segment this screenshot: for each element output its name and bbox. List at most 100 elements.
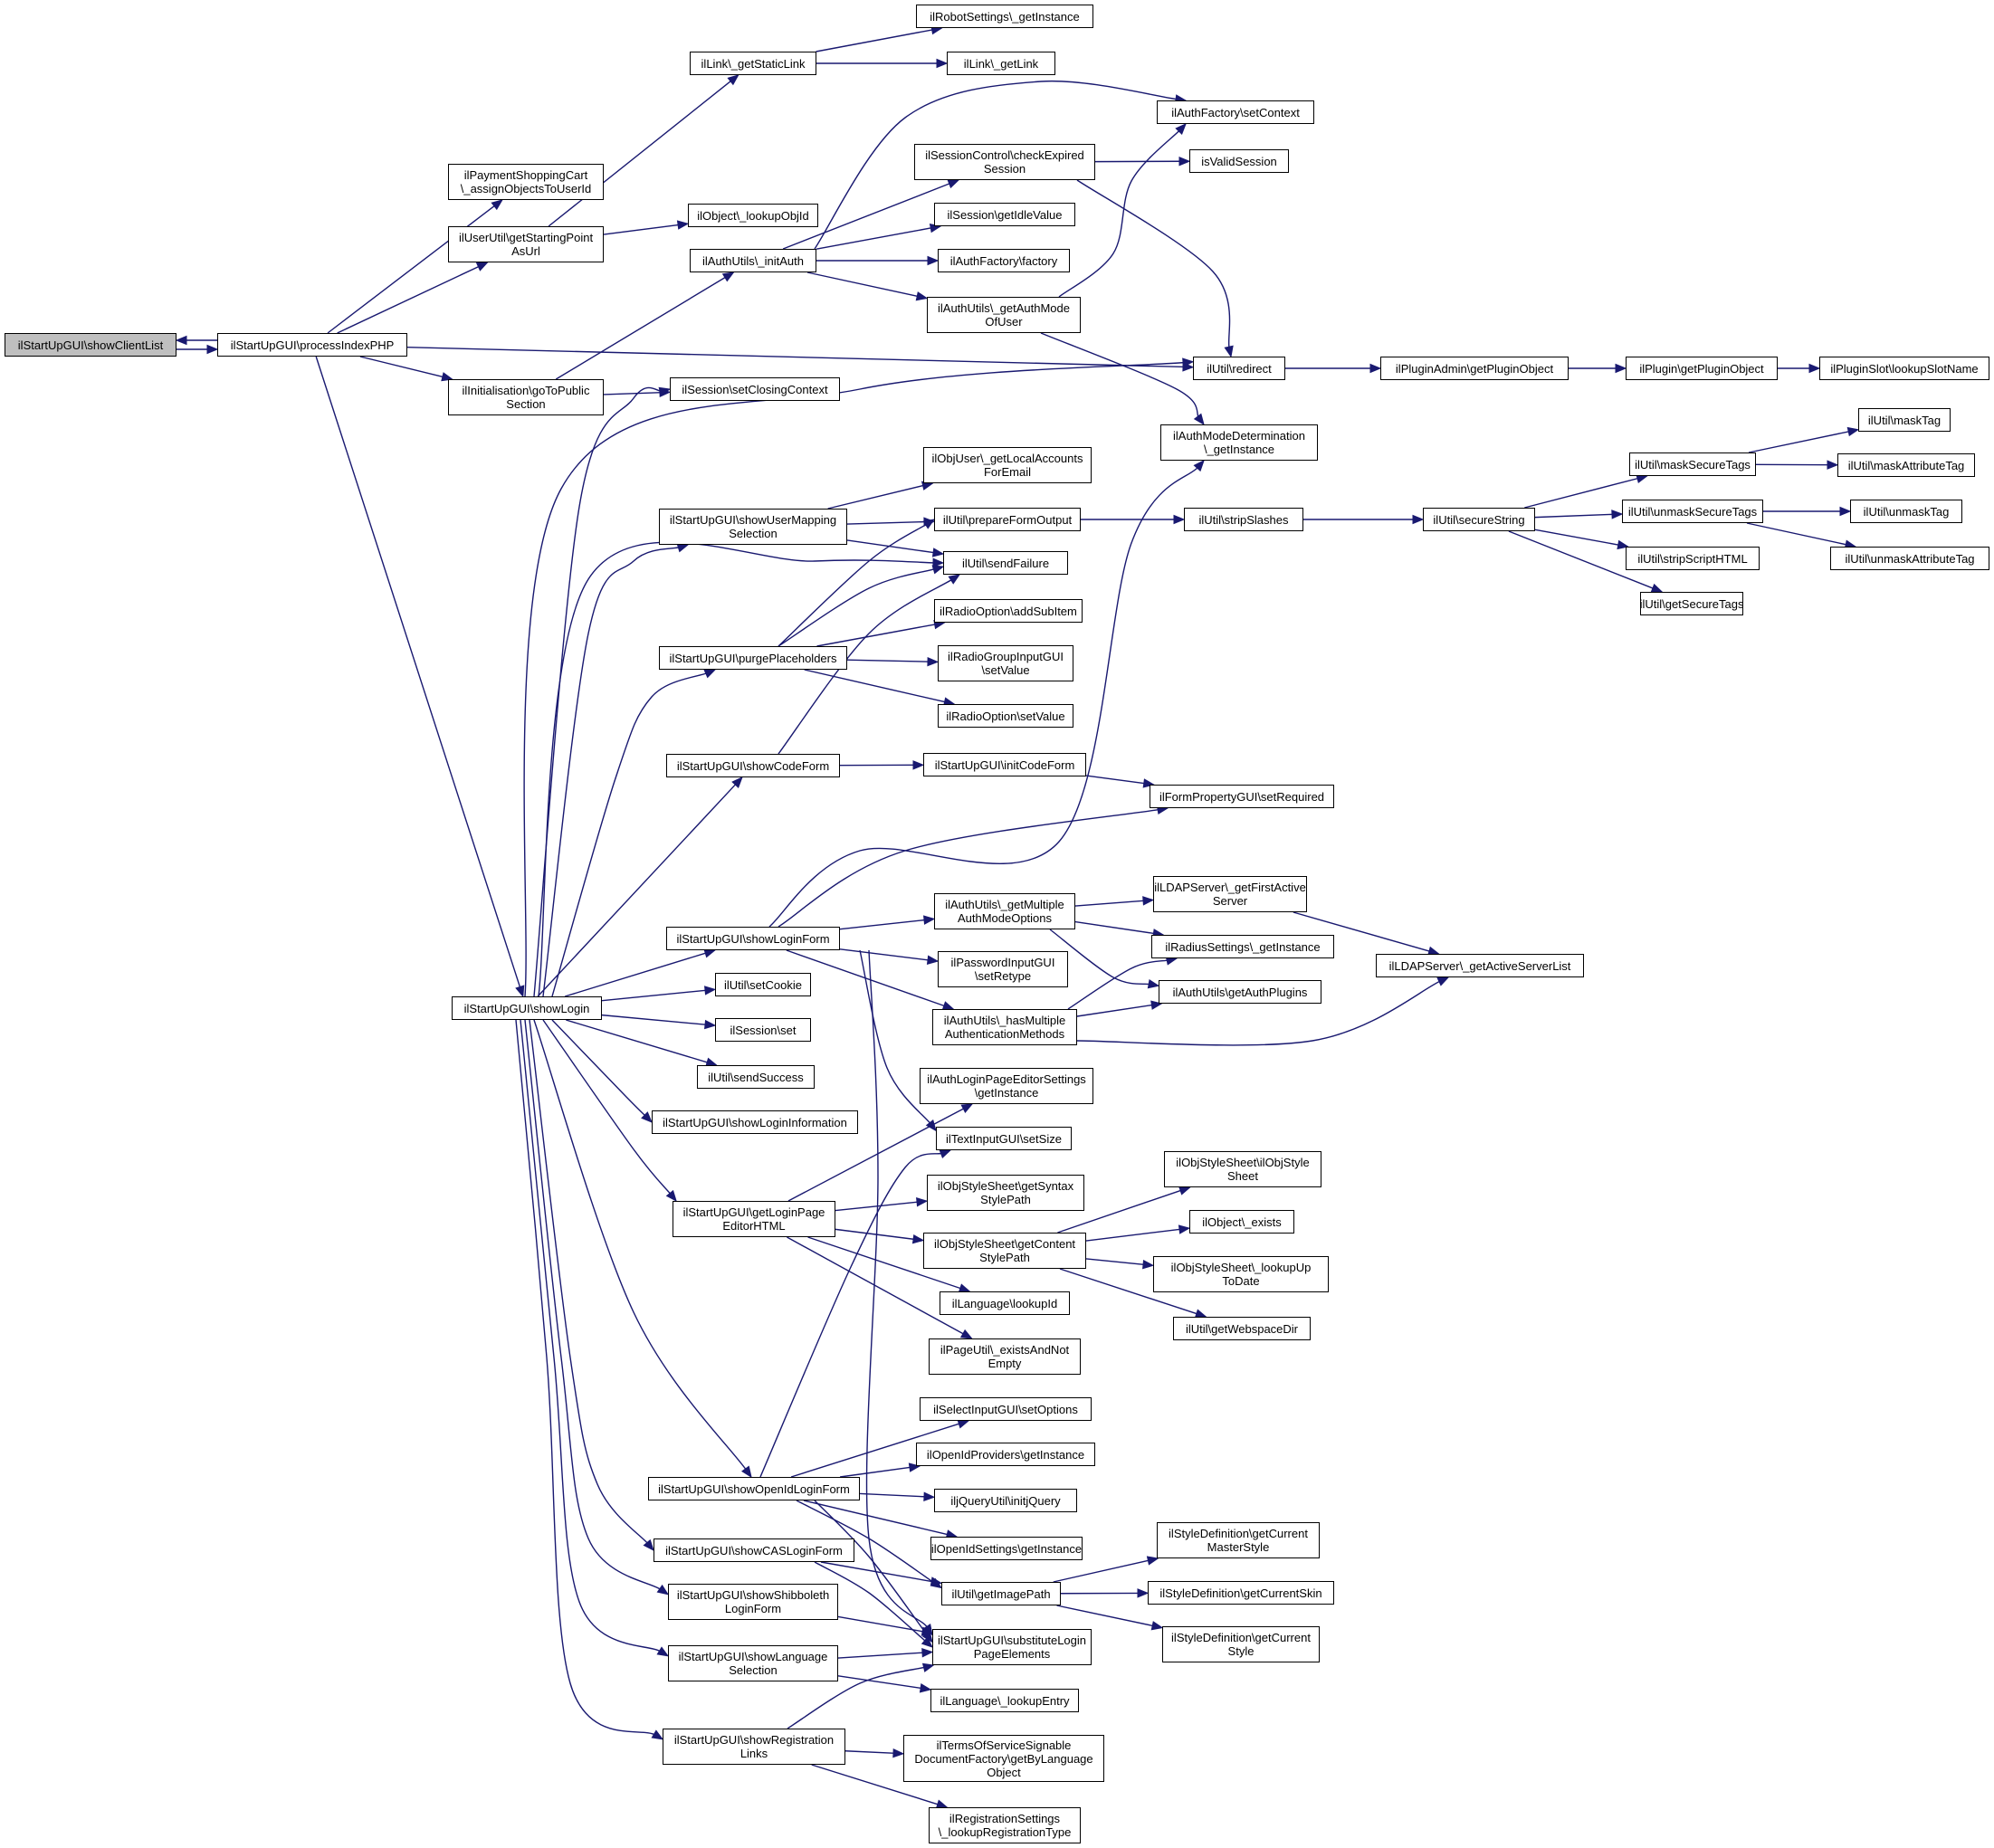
graph-node[interactable]: ilAuthLoginPageEditorSettings \getInstan… — [920, 1068, 1093, 1104]
graph-node[interactable]: ilAuthUtils\_initAuth — [690, 249, 816, 272]
graph-node[interactable]: ilPluginAdmin\getPluginObject — [1380, 357, 1569, 380]
graph-node[interactable]: ilObjStyleSheet\getSyntax StylePath — [927, 1175, 1084, 1211]
graph-node[interactable]: ilOpenIdSettings\getInstance — [930, 1537, 1083, 1560]
graph-node[interactable]: ilUtil\maskTag — [1858, 408, 1951, 432]
graph-node[interactable]: ilAuthModeDetermination \_getInstance — [1160, 424, 1318, 461]
graph-node[interactable]: ilUtil\getImagePath — [941, 1582, 1061, 1605]
graph-node[interactable]: ilObjStyleSheet\ilObjStyle Sheet — [1164, 1151, 1321, 1187]
graph-node[interactable]: ilUtil\sendSuccess — [697, 1065, 815, 1089]
edge-n36-to-n62 — [811, 1764, 940, 1805]
graph-node[interactable]: ilUtil\stripScriptHTML — [1626, 547, 1760, 570]
graph-node[interactable]: ilPaymentShoppingCart \_assignObjectsToU… — [448, 164, 604, 200]
graph-node[interactable]: ilStartUpGUI\showShibboleth LoginForm — [668, 1584, 838, 1620]
graph-node[interactable]: ilStartUpGUI\showClientList — [5, 333, 177, 357]
graph-node[interactable]: ilLink\_getLink — [947, 52, 1055, 75]
graph-node[interactable]: ilUtil\redirect — [1193, 357, 1285, 380]
graph-node[interactable]: ilFormPropertyGUI\setRequired — [1150, 785, 1334, 808]
edge-n45-to-n75 — [1049, 929, 1151, 986]
edge-n64-to-n68 — [1508, 530, 1655, 590]
graph-node[interactable]: ilStyleDefinition\getCurrent Style — [1162, 1626, 1320, 1662]
graph-node[interactable]: ilStartUpGUI\showUserMapping Selection — [659, 509, 847, 545]
graph-node[interactable]: ilRadioOption\setValue — [938, 704, 1073, 728]
graph-node[interactable]: ilTextInputGUI\setSize — [936, 1127, 1072, 1150]
edge-arrowhead — [491, 199, 503, 211]
graph-node[interactable]: ilLDAPServer\_getActiveServerList — [1376, 954, 1584, 977]
edge-n51-to-n78 — [1085, 1228, 1182, 1242]
graph-node[interactable]: isValidSession — [1189, 149, 1289, 173]
graph-node[interactable]: ilLanguage\lookupId — [940, 1291, 1070, 1315]
graph-node[interactable]: ilPasswordInputGUI \setRetype — [938, 951, 1068, 987]
graph-node[interactable]: ilUtil\maskSecureTags — [1629, 452, 1756, 476]
graph-node[interactable]: ilUtil\setCookie — [715, 973, 811, 996]
graph-node[interactable]: ilUtil\unmaskAttributeTag — [1830, 547, 1989, 570]
graph-node[interactable]: ilStartUpGUI\showLanguage Selection — [668, 1645, 838, 1681]
graph-node[interactable]: ilPageUtil\_existsAndNot Empty — [929, 1338, 1081, 1375]
graph-node[interactable]: ilUtil\prepareFormOutput — [934, 508, 1081, 531]
graph-node[interactable]: ilUtil\stripSlashes — [1184, 508, 1303, 531]
graph-node[interactable]: ilStartUpGUI\showCASLoginForm — [654, 1538, 854, 1562]
graph-node[interactable]: ilUtil\getSecureTags — [1640, 592, 1743, 615]
graph-node[interactable]: ilStartUpGUI\purgePlaceholders — [659, 646, 847, 670]
edge-n23-to-n39 — [846, 539, 936, 554]
edge-n24-to-n39 — [778, 567, 936, 647]
graph-node[interactable]: ilUtil\secureString — [1423, 508, 1535, 531]
graph-node[interactable]: ilAuthFactory\factory — [938, 249, 1070, 272]
graph-node[interactable]: ilStartUpGUI\initCodeForm — [923, 753, 1086, 776]
graph-node[interactable]: ilStartUpGUI\processIndexPHP — [217, 333, 407, 357]
edge-n3-to-n8 — [603, 224, 681, 235]
graph-node[interactable]: ilOpenIdProviders\getInstance — [916, 1443, 1095, 1466]
graph-node[interactable]: ilSession\getIdleValue — [934, 203, 1075, 226]
graph-node[interactable]: ilPlugin\getPluginObject — [1626, 357, 1778, 380]
graph-node[interactable]: ilUserUtil\getStartingPoint AsUrl — [448, 226, 604, 262]
graph-node[interactable]: ilLanguage\_lookupEntry — [930, 1689, 1079, 1712]
graph-node[interactable]: ilLink\_getStaticLink — [690, 52, 816, 75]
edge-arrowhead — [912, 760, 925, 770]
graph-node[interactable]: ilAuthUtils\_getMultiple AuthModeOptions — [934, 893, 1075, 929]
edge-arrowhead — [665, 1189, 677, 1203]
graph-node[interactable]: ilRadioGroupInputGUI \setValue — [938, 645, 1073, 681]
graph-node[interactable]: ilObjStyleSheet\getContent StylePath — [923, 1233, 1086, 1269]
edge-n5-to-n33 — [529, 1019, 649, 1545]
graph-node[interactable]: ilLDAPServer\_getFirstActive Server — [1153, 876, 1307, 912]
graph-node[interactable]: ilRadioOption\addSubItem — [934, 599, 1083, 623]
graph-node[interactable]: ilSessionControl\checkExpired Session — [914, 144, 1095, 180]
graph-node[interactable]: ilSession\setClosingContext — [670, 377, 840, 401]
graph-node[interactable]: ilAuthFactory\setContext — [1157, 100, 1314, 124]
graph-node[interactable]: ilStartUpGUI\showOpenIdLoginForm — [648, 1477, 860, 1500]
graph-node[interactable]: ilObject\_exists — [1189, 1210, 1294, 1234]
edge-arrowhead — [676, 543, 690, 553]
edge-n5-to-n10 — [533, 386, 663, 997]
graph-node[interactable]: ilStartUpGUI\showCodeForm — [666, 754, 840, 777]
graph-node[interactable]: ilStartUpGUI\showLoginInformation — [652, 1110, 858, 1134]
graph-node[interactable]: ilUtil\unmaskTag — [1850, 500, 1962, 523]
graph-node[interactable]: ilRobotSettings\_getInstance — [916, 5, 1093, 28]
graph-node[interactable]: ilPluginSlot\lookupSlotName — [1819, 357, 1989, 380]
graph-node[interactable]: ilStartUpGUI\showLogin — [452, 996, 602, 1020]
graph-node[interactable]: ilUtil\getWebspaceDir — [1173, 1317, 1311, 1340]
graph-node[interactable]: ilObjStyleSheet\_lookupUp ToDate — [1153, 1256, 1329, 1292]
graph-node[interactable]: ilSession\set — [715, 1018, 811, 1042]
graph-node[interactable]: ilAuthUtils\getAuthPlugins — [1159, 980, 1321, 1004]
graph-node[interactable]: ilUtil\maskAttributeTag — [1837, 453, 1975, 477]
graph-node[interactable]: ilStartUpGUI\substituteLogin PageElement… — [932, 1629, 1092, 1665]
graph-node[interactable]: ilStyleDefinition\getCurrent MasterStyle — [1157, 1522, 1320, 1558]
graph-node[interactable]: ilUtil\sendFailure — [943, 551, 1068, 575]
graph-node[interactable]: ilAuthUtils\_hasMultiple AuthenticationM… — [932, 1009, 1077, 1045]
graph-node[interactable]: ilRegistrationSettings \_lookupRegistrat… — [929, 1807, 1081, 1843]
graph-node[interactable]: ilRadiusSettings\_getInstance — [1151, 935, 1334, 958]
graph-node[interactable]: ilStartUpGUI\showLoginForm — [666, 927, 840, 950]
graph-node[interactable]: ilAuthUtils\_getAuthMode OfUser — [927, 297, 1081, 333]
graph-node[interactable]: ilObjUser\_getLocalAccounts ForEmail — [923, 447, 1092, 483]
graph-node[interactable]: ilObject\_lookupObjId — [688, 204, 818, 227]
edge-n5-to-n28 — [601, 1014, 708, 1025]
graph-node[interactable]: ilStyleDefinition\getCurrentSkin — [1148, 1581, 1334, 1605]
graph-node[interactable]: ilTermsOfServiceSignable DocumentFactory… — [903, 1735, 1104, 1782]
edge-arrowhead — [1412, 514, 1425, 525]
graph-node[interactable]: ilInitialisation\goToPublic Section — [448, 379, 604, 415]
graph-node[interactable]: ilStartUpGUI\getLoginPage EditorHTML — [673, 1201, 835, 1237]
graph-node[interactable]: ilUtil\unmaskSecureTags — [1622, 500, 1763, 523]
graph-node[interactable]: ilStartUpGUI\showRegistration Links — [663, 1729, 845, 1765]
graph-node[interactable]: iljQueryUtil\initjQuery — [934, 1489, 1077, 1512]
graph-node[interactable]: ilSelectInputGUI\setOptions — [920, 1397, 1092, 1421]
edge-n5-to-n24 — [551, 672, 708, 997]
